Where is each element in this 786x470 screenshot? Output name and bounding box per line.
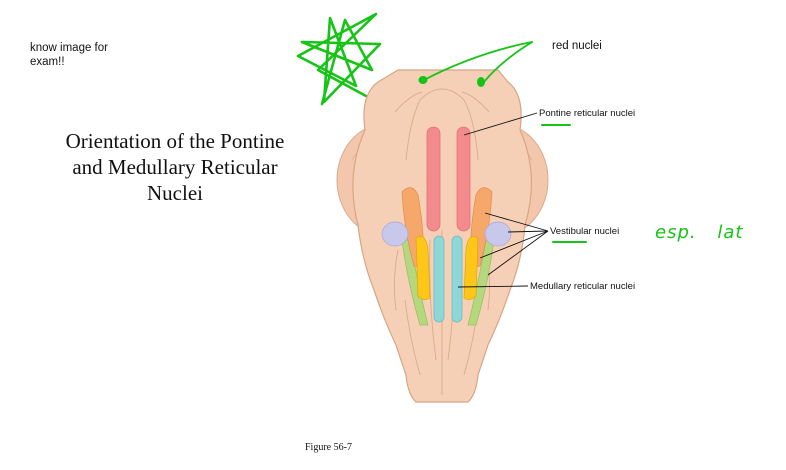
- star-scribble-icon: [296, 12, 382, 106]
- figure-caption: Figure 56-7: [305, 442, 352, 453]
- label-red-nuclei: red nuclei: [552, 40, 602, 52]
- exam-note: know image for exam!!: [30, 42, 108, 68]
- red-nuclei-annotation: [418, 41, 533, 87]
- label-pontine-reticular-nuclei: Pontine reticular nuclei: [539, 108, 636, 119]
- vestibular-nuclei: [381, 187, 512, 326]
- handwritten-note: esp. lat: [655, 222, 744, 243]
- medullary-reticular-nuclei: [433, 235, 463, 323]
- label-vestibular-nuclei: Vestibular nuclei: [550, 226, 620, 237]
- label-medullary-reticular-nuclei: Medullary reticular nuclei: [530, 281, 636, 292]
- leader-lines: [457, 112, 549, 288]
- slide-title: Orientation of the Pontine and Medullary…: [65, 129, 285, 205]
- pontine-reticular-nuclei: [426, 126, 471, 232]
